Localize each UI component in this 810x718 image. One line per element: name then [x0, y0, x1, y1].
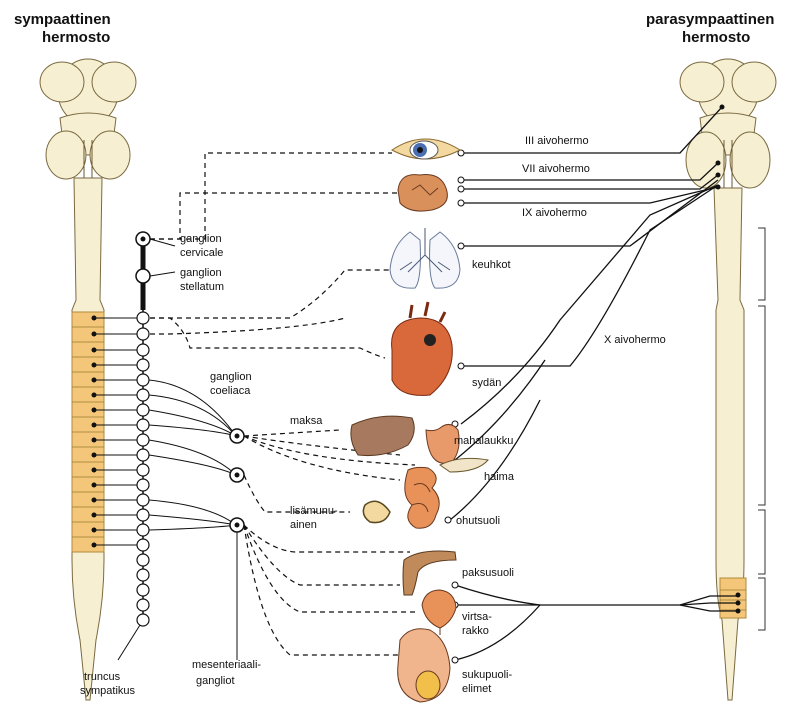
large-intestine-icon — [402, 550, 457, 596]
adrenal-label-2: ainen — [290, 519, 317, 531]
ganglion-stellatum-label-1: ganglion — [180, 267, 222, 279]
pancreas-label: haima — [484, 471, 515, 483]
genitals-label-1: sukupuoli- — [462, 669, 512, 681]
ganglion-stellatum-label-2: stellatum — [180, 281, 224, 293]
ganglion-cervicale-label-1: ganglion — [180, 233, 222, 245]
mesenterial-label-2: gangliot — [196, 675, 235, 687]
truncus-label-2: sympatikus — [80, 685, 136, 697]
heart-icon — [391, 301, 453, 396]
lungs-icon — [389, 228, 461, 289]
ganglion-cervicale-label-2: cervicale — [180, 247, 223, 259]
adrenal-label-1: lisämunu- — [290, 505, 338, 517]
sympathetic-postganglionic-fibers — [150, 152, 416, 656]
coeliac-ganglion-node — [229, 428, 245, 444]
spinal-segment-brackets — [758, 227, 766, 631]
truncus-label-1: truncus — [84, 671, 121, 683]
labels: ganglion cervicale ganglion stellatum ga… — [80, 135, 666, 697]
genitals-icon — [397, 628, 451, 703]
ganglion-coeliaca-label-1: ganglion — [210, 371, 252, 383]
small-intestine-icon — [404, 466, 440, 529]
liver-icon — [350, 415, 415, 456]
left-label-pointers — [117, 238, 238, 661]
mesenterial-label-1: mesenteriaali- — [192, 659, 261, 671]
liver-label: maksa — [290, 415, 323, 427]
ganglion-stellatum-node — [135, 268, 151, 284]
bladder-label-2: rakko — [462, 625, 489, 637]
lungs-label: keuhkot — [472, 259, 511, 271]
nerve-VII-label: VII aivohermo — [522, 163, 590, 175]
salivary-gland-icon — [397, 174, 448, 212]
parasympathetic-title-line1: parasympaattinen — [646, 11, 774, 28]
nerve-X-label: X aivohermo — [604, 334, 666, 346]
parasympathetic-title-line2: hermosto — [682, 29, 750, 46]
stomach-label: mahalaukku — [454, 435, 513, 447]
small-intestine-label: ohutsuoli — [456, 515, 500, 527]
sympathetic-title-line1: sympaattinen — [14, 11, 111, 28]
bladder-label-1: virtsa- — [462, 611, 492, 623]
sympathetic-title-line2: hermosto — [42, 29, 110, 46]
bladder-icon — [421, 589, 457, 635]
nerve-III-label: III aivohermo — [525, 135, 589, 147]
eye-icon — [391, 138, 462, 160]
ganglion-coeliaca-label-2: coeliaca — [210, 385, 251, 397]
mesenteric-ganglion-node — [229, 517, 245, 533]
ganglion-cervicale-node — [135, 231, 151, 247]
adrenal-ganglion-node — [229, 467, 245, 483]
adrenal-gland-icon — [362, 500, 391, 524]
stomach-icon — [425, 424, 460, 464]
parasympathetic-fibers — [449, 106, 738, 661]
left-brain-and-spinal-cord — [39, 58, 137, 701]
heart-label: sydän — [472, 377, 501, 389]
sympathetic-trunk — [136, 240, 150, 627]
parasympathetic-ganglion-dots — [444, 149, 465, 664]
genitals-label-2: elimet — [462, 683, 491, 695]
large-intestine-label: paksusuoli — [462, 567, 514, 579]
preganglionic-connections — [96, 317, 237, 546]
pancreas-icon — [439, 457, 489, 473]
nerve-IX-label: IX aivohermo — [522, 207, 587, 219]
